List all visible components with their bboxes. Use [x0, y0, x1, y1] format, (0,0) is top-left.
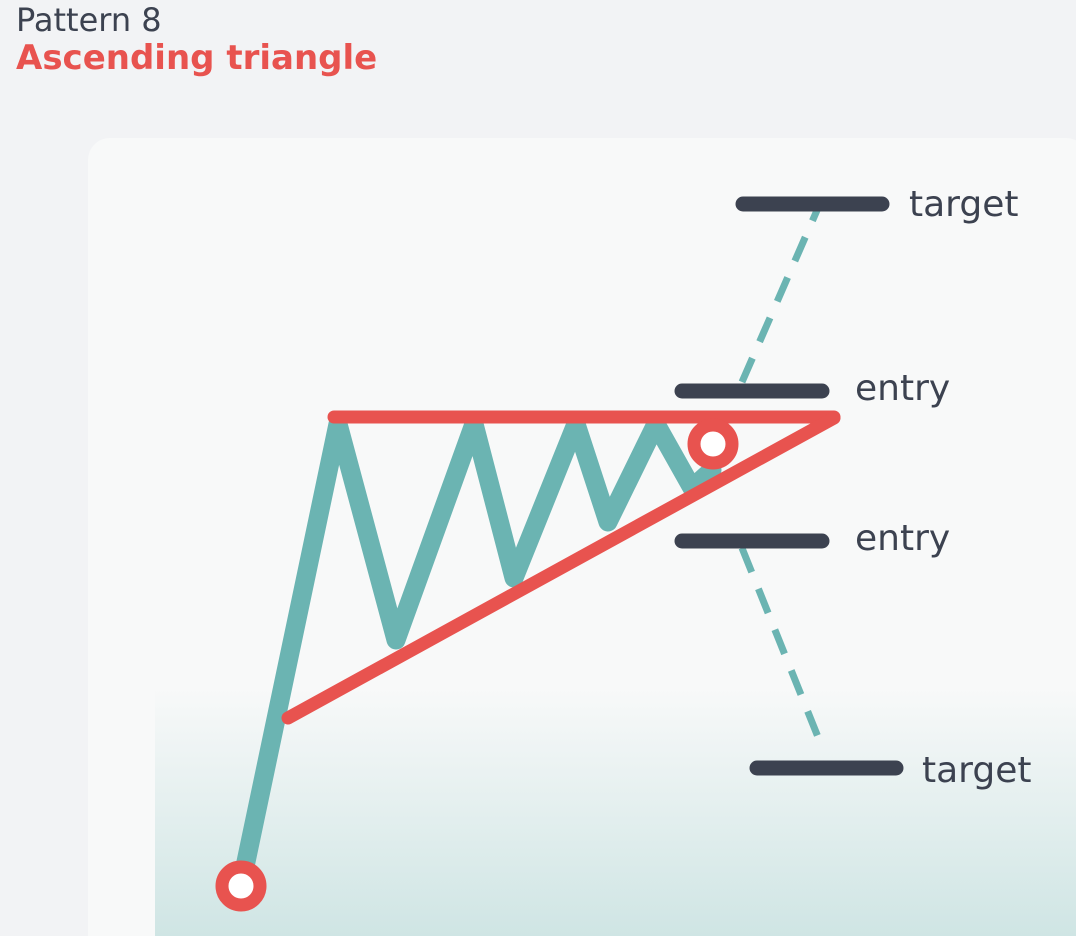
target-bottom-label: target	[922, 750, 1031, 791]
price-zigzag-line	[233, 414, 722, 886]
entry-bottom-label: entry	[855, 518, 950, 559]
header: Pattern 8 Ascending triangle	[16, 0, 377, 78]
lower-projection-line	[738, 546, 824, 744]
pattern-title: Ascending triangle	[16, 38, 378, 78]
start-marker	[215, 860, 267, 912]
support-trendline	[281, 411, 841, 725]
gradient-ground	[155, 688, 1076, 936]
pattern-number: Pattern 8	[16, 1, 162, 39]
entry-top-label: entry	[855, 368, 950, 409]
upper-projection-line	[738, 206, 822, 384]
target-top-label: target	[909, 184, 1018, 225]
breakout-marker	[687, 418, 739, 470]
